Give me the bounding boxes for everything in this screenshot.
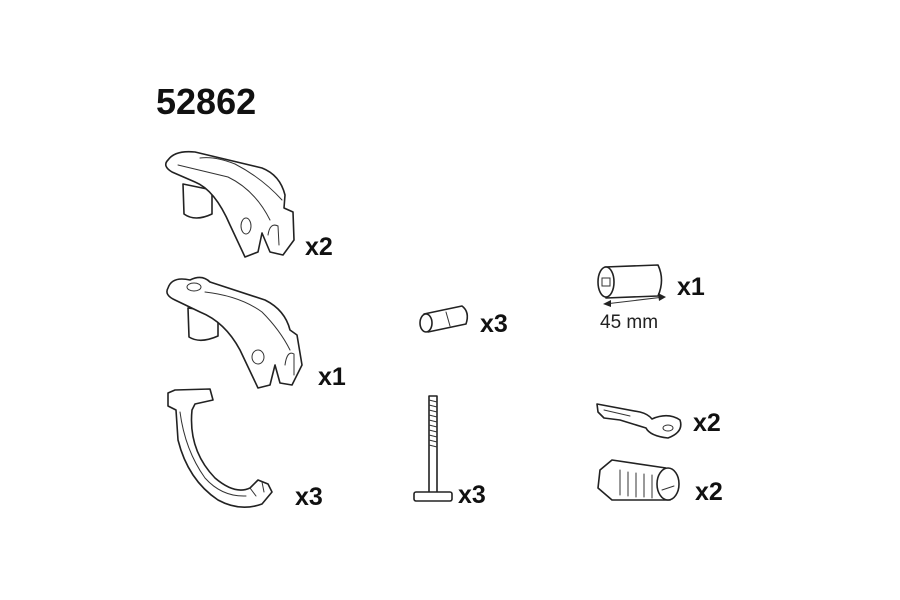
lock-cylinder-illustration — [597, 459, 680, 501]
dimension-label: 45 mm — [600, 312, 659, 333]
t-bolt-illustration — [413, 395, 453, 502]
quantity-label: x2 — [695, 478, 723, 506]
quantity-label: x3 — [480, 310, 508, 338]
quantity-label: x3 — [295, 483, 323, 511]
quantity-label: x1 — [677, 273, 705, 301]
bracket-upper-illustration — [164, 150, 295, 258]
quantity-label: x1 — [318, 363, 346, 391]
strap-clip-illustration — [167, 388, 273, 508]
spacer-tube-illustration — [597, 264, 666, 307]
part-number-title: 52862 — [156, 81, 257, 122]
key-illustration — [596, 403, 682, 439]
bracket-with-hole-illustration — [166, 276, 303, 389]
cross-pin-illustration — [419, 305, 469, 333]
quantity-label: x2 — [693, 409, 721, 437]
quantity-label: x2 — [305, 233, 333, 261]
quantity-label: x3 — [458, 481, 486, 509]
